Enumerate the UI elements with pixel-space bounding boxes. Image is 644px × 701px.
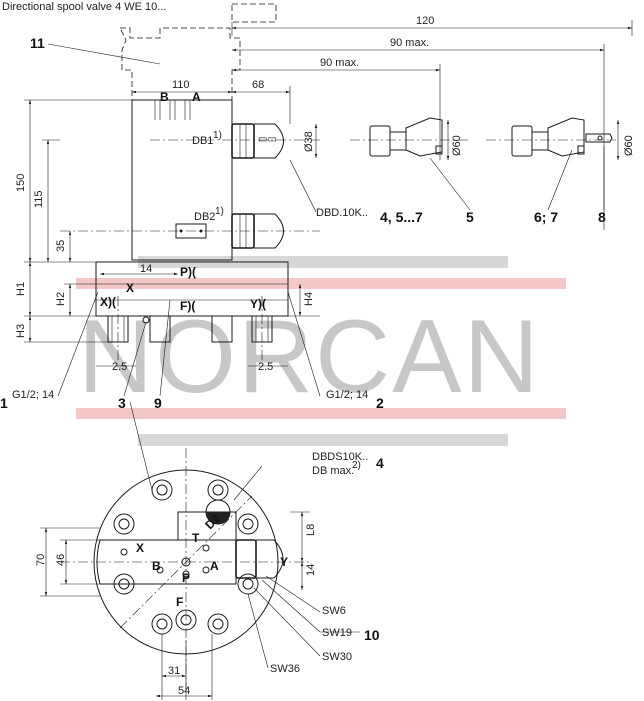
callout-g12-right: G1/2; 14 — [326, 389, 368, 401]
port-f-side: F)( — [180, 299, 195, 313]
callout-db2-sup: 1) — [215, 206, 224, 217]
callout-sw30: SW30 — [322, 651, 352, 663]
item-5: 5 — [466, 209, 474, 225]
dim-h3: H3 — [15, 324, 27, 338]
watermark-text: NORCAN — [78, 299, 541, 415]
dim-150: 150 — [15, 174, 27, 192]
callout-labels: DB1 1) DB2 1) DBD.10K.. DBDS10K.. DB max… — [12, 130, 368, 675]
dim-35: 35 — [55, 240, 67, 252]
dim-31: 31 — [168, 665, 180, 677]
dim-54: 54 — [178, 685, 190, 697]
dim-115: 115 — [33, 190, 45, 208]
dimension-labels: 120 90 max. 90 max. 110 68 150 115 35 H1… — [15, 15, 635, 697]
pressure-valve-db2 — [231, 213, 284, 249]
dim-120: 120 — [416, 15, 434, 27]
dimension-lines-top — [132, 20, 633, 230]
port-b: B — [160, 90, 169, 104]
dim-14: 14 — [140, 263, 152, 275]
port-x-bottom: X — [136, 541, 144, 555]
item-numbers: 11 4, 5...7 5 6; 7 8 1 3 9 2 4 10 — [0, 35, 606, 643]
dim-68: 68 — [252, 79, 264, 91]
port-labels: B A P)( F)( X)( X Y)( X B A P T Y F — [100, 90, 288, 609]
dim-h1: H1 — [15, 282, 27, 296]
dim-2-5-a: 2.5 — [112, 361, 127, 373]
callout-sw6: SW6 — [322, 605, 346, 617]
dim-dia60-a: Ø60 — [451, 135, 463, 156]
item-6-7: 6; 7 — [534, 209, 558, 225]
subplate-top-view — [60, 448, 310, 690]
port-x-top: X — [126, 281, 134, 295]
port-f-bottom: F — [176, 595, 183, 609]
subplate-side-view — [95, 261, 289, 360]
item-9: 9 — [154, 395, 162, 411]
dimension-lines-bottom — [40, 511, 310, 700]
dim-46: 46 — [55, 554, 67, 566]
port-x-side: X)( — [100, 295, 116, 309]
variant-6-7 — [486, 117, 616, 157]
item-4-7: 4, 5...7 — [380, 209, 423, 225]
valve-body-side-view — [60, 99, 320, 261]
item-4: 4 — [376, 455, 384, 471]
variant-5 — [350, 117, 470, 157]
dim-90max-b: 90 max. — [320, 57, 359, 69]
callout-db1-sup: 1) — [213, 130, 222, 141]
dim-110: 110 — [172, 79, 190, 91]
item-8: 8 — [598, 209, 606, 225]
port-p-bottom: P — [182, 571, 190, 585]
item-2: 2 — [376, 395, 384, 411]
item-3: 3 — [118, 395, 126, 411]
dim-l8: L8 — [305, 524, 317, 536]
callout-db1: DB1 — [192, 135, 213, 147]
port-b-bottom: B — [152, 559, 161, 573]
callout-dbds10k: DBDS10K.. — [312, 451, 368, 463]
callout-db-max-sup: 2) — [352, 460, 361, 471]
port-a-bottom: A — [210, 559, 219, 573]
callout-dbd10k: DBD.10K.. — [316, 207, 368, 219]
item-1: 1 — [0, 395, 8, 411]
watermark: NORCAN — [76, 256, 566, 446]
dimension-lines-left — [24, 99, 320, 367]
port-y-bottom: Y — [280, 555, 288, 569]
dim-14b: 14 — [305, 564, 317, 576]
pressure-valve-db1: ▭▭ — [231, 123, 284, 159]
callout-db-max: DB max. — [312, 465, 354, 477]
dim-2-5-b: 2.5 — [258, 361, 273, 373]
port-a: A — [192, 90, 201, 104]
callout-sw36: SW36 — [270, 663, 300, 675]
dim-90max-a: 90 max. — [390, 37, 429, 49]
item-10: 10 — [364, 627, 380, 643]
item-11: 11 — [30, 35, 45, 51]
dim-h2: H2 — [55, 292, 67, 306]
callout-db2: DB2 — [194, 211, 215, 223]
callout-g12-left: G1/2; 14 — [12, 389, 54, 401]
dim-dia60-b: Ø60 — [623, 135, 635, 156]
svg-text:▭▭: ▭▭ — [258, 134, 277, 145]
dim-70: 70 — [35, 554, 47, 566]
port-t-bottom: T — [192, 531, 200, 545]
callout-sw19: SW19 — [322, 627, 352, 639]
port-y-side: Y)( — [250, 297, 266, 311]
drawing-title: Directional spool valve 4 WE 10... — [2, 1, 166, 13]
port-p-side: P)( — [180, 265, 196, 279]
leader-lines — [47, 43, 605, 669]
dim-h4: H4 — [303, 292, 315, 306]
dim-dia38: Ø38 — [303, 131, 315, 152]
